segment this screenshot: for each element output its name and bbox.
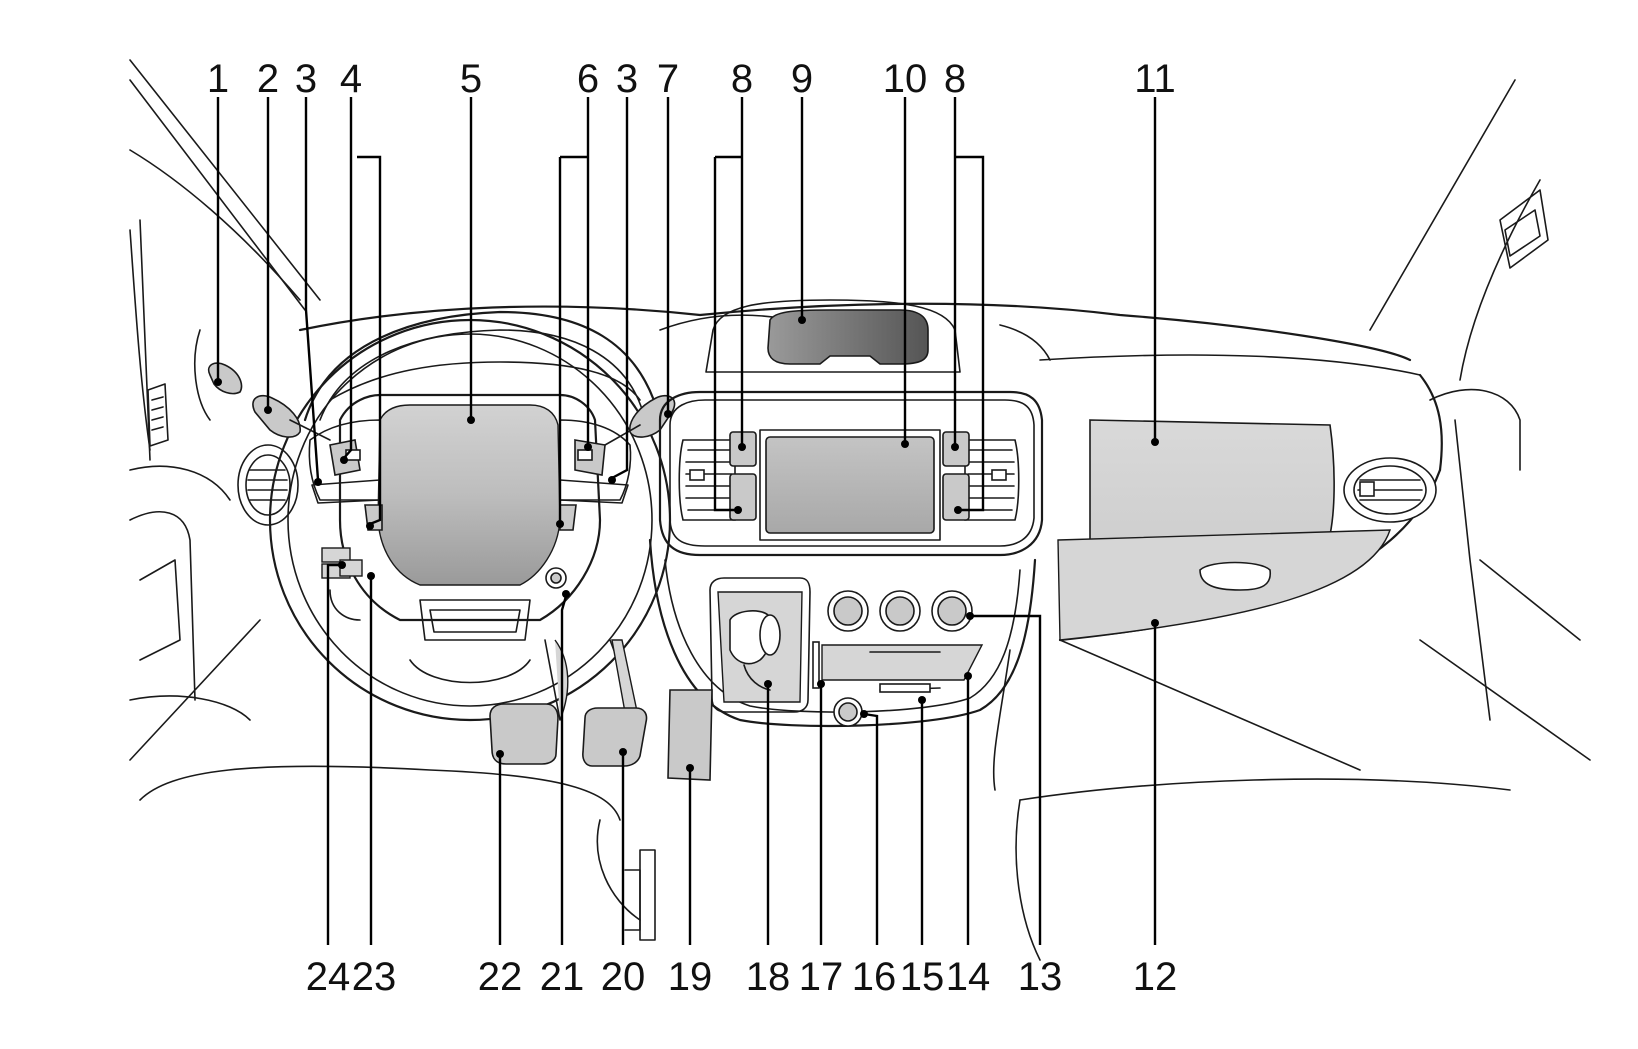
dashboard-body [139, 302, 1511, 961]
callout-19: 19 [668, 955, 713, 999]
centre-stack [648, 390, 1044, 728]
callout-13: 13 [1018, 955, 1063, 999]
callout-10: 10 [883, 57, 928, 101]
callout-7: 7 [657, 57, 679, 101]
upper-display [705, 299, 961, 373]
callout-8-left: 8 [731, 57, 753, 101]
leader-lines [216, 97, 1157, 945]
callout-21: 21 [540, 955, 585, 999]
callout-24: 24 [306, 955, 351, 999]
callout-12: 12 [1133, 955, 1178, 999]
pedals [489, 639, 713, 781]
passenger-side [1057, 419, 1437, 641]
callout-22: 22 [478, 955, 523, 999]
driver-airbag [377, 404, 561, 586]
console-controls [812, 590, 984, 727]
callout-17: 17 [799, 955, 844, 999]
callout-8-right: 8 [944, 57, 966, 101]
callout-1: 1 [207, 57, 229, 101]
callout-3-right: 3 [616, 57, 638, 101]
passenger-airbag-panel [1089, 419, 1335, 541]
callout-20: 20 [601, 955, 646, 999]
callout-5: 5 [460, 57, 482, 101]
gear-lever [709, 577, 811, 713]
callout-6: 6 [577, 57, 599, 101]
callout-9: 9 [791, 57, 813, 101]
instrument-binnacle [303, 310, 662, 422]
leader-dots [214, 316, 1159, 772]
steering-wheel [268, 318, 672, 722]
callout-16: 16 [852, 955, 897, 999]
cabin-outline [129, 59, 1591, 761]
callout-23: 23 [352, 955, 397, 999]
callout-15: 15 [900, 955, 945, 999]
left-air-vent [237, 444, 299, 526]
callout-11: 11 [1134, 57, 1176, 101]
callout-14: 14 [946, 955, 991, 999]
callout-2: 2 [257, 57, 279, 101]
multimedia-screen [759, 429, 941, 541]
callout-numbers-bottom: 24 23 22 21 20 19 18 17 16 15 14 13 12 [306, 955, 1178, 999]
callout-4: 4 [340, 57, 362, 101]
callout-3-left: 3 [295, 57, 317, 101]
callout-18: 18 [746, 955, 791, 999]
ignition-switch [545, 567, 567, 589]
callout-numbers-top: 1 2 3 4 5 6 3 7 8 9 10 8 11 [207, 57, 1176, 101]
lower-left-switches [321, 547, 363, 621]
